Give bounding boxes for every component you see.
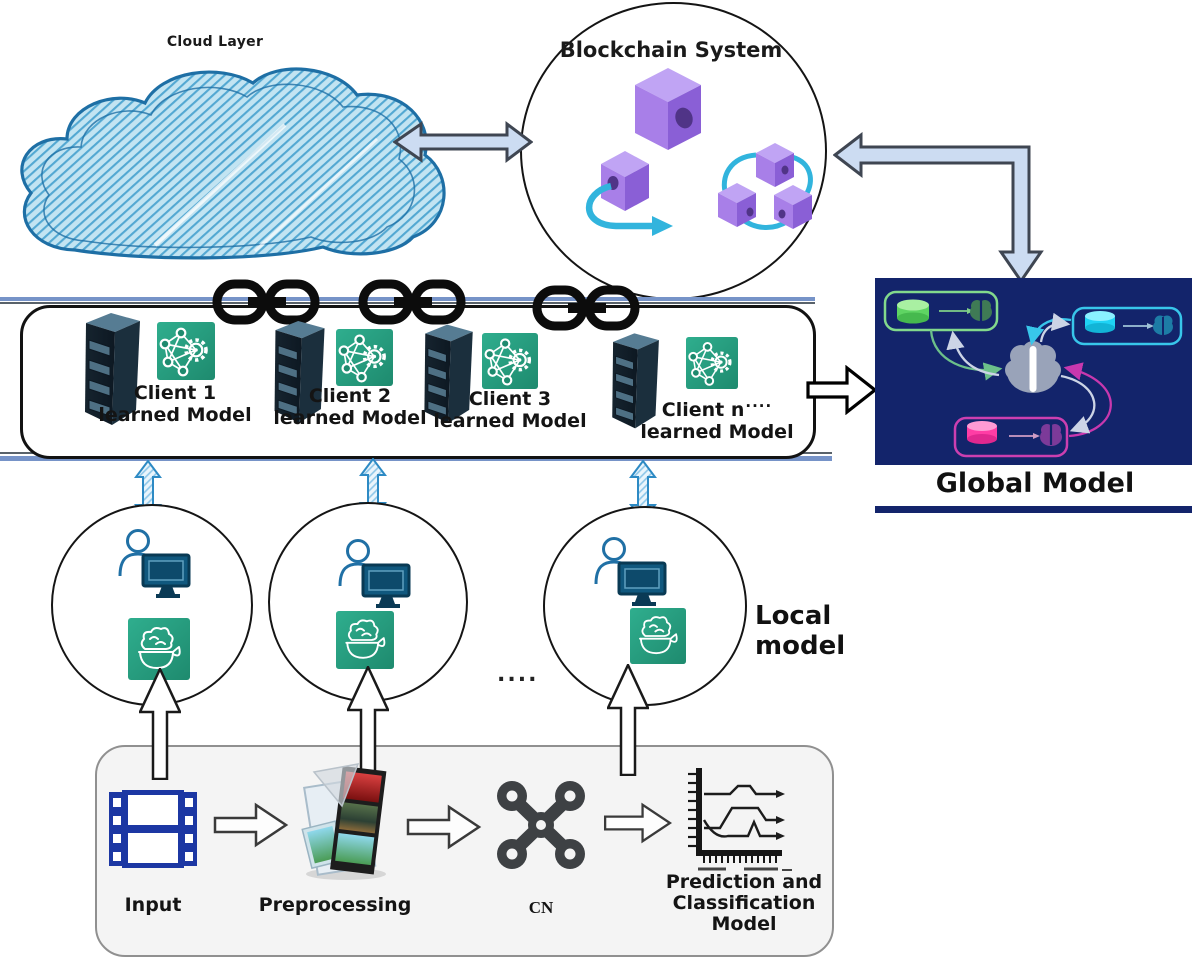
database-cylinder-icon	[897, 299, 929, 324]
person-workstation-icon	[594, 537, 667, 606]
whale-brain-icon	[630, 608, 686, 664]
person-workstation-icon	[338, 539, 411, 608]
chain-link-icon	[212, 279, 320, 325]
cloud-icon	[20, 67, 446, 260]
whale-brain-icon	[128, 618, 190, 680]
pink-model-pill	[953, 416, 1069, 458]
brain-icon	[970, 300, 992, 321]
prediction-model-label: Prediction and Classification Model	[665, 871, 823, 935]
whale-brain-icon	[336, 611, 394, 669]
neural-network-gear-icon	[157, 322, 215, 380]
person-workstation-icon	[118, 529, 191, 598]
green-model-pill	[883, 290, 999, 332]
film-strip-icon	[109, 790, 197, 868]
server-rack-icon	[424, 324, 473, 424]
database-cylinder-icon	[967, 421, 997, 444]
circles-ellipsis: ....	[497, 662, 539, 687]
cube-icon	[635, 68, 701, 150]
server-rack-icon	[612, 333, 659, 429]
client-n-ellipsis: ....	[745, 393, 773, 411]
clients-to-global-arrow-icon	[806, 365, 878, 415]
global-brain-icon	[1005, 341, 1061, 393]
global-model-bottom-strip	[875, 506, 1192, 513]
global-model-panel	[875, 278, 1192, 465]
up-arrow-icon	[607, 664, 649, 776]
preprocessing-label: Preprocessing	[258, 894, 412, 916]
aggregation-arrows	[929, 312, 1112, 438]
cube-loop-icon	[585, 151, 673, 236]
right-arrow-icon	[406, 804, 482, 850]
server-rack-icon	[274, 321, 325, 423]
server-rack-icon	[85, 313, 140, 425]
brain-icon	[1153, 315, 1173, 335]
input-label: Input	[124, 894, 182, 916]
photo-stack-icon	[301, 763, 387, 880]
cyan-model-pill	[1071, 306, 1183, 346]
prediction-chart-icon	[688, 768, 792, 871]
right-arrow-icon	[603, 802, 673, 844]
right-arrow-icon	[213, 802, 289, 848]
up-arrow-icon	[139, 668, 181, 780]
chain-link-icon	[358, 279, 466, 325]
local-model-label: Local model	[755, 601, 846, 661]
brain-icon	[1040, 424, 1062, 446]
cn-label: CN	[528, 898, 554, 917]
cloud-layer-label: Cloud Layer	[166, 34, 264, 50]
global-model-label: Global Model	[935, 468, 1135, 499]
neural-network-gear-icon	[686, 337, 738, 389]
neural-network-gear-icon	[336, 329, 393, 386]
neural-network-gear-icon	[482, 333, 538, 389]
database-cylinder-icon	[1085, 311, 1115, 333]
client-n-label: Client n.... learned Model	[640, 393, 794, 443]
cn-network-icon	[497, 781, 585, 869]
chain-link-icon	[532, 285, 640, 331]
blockchain-cubes-icon	[585, 68, 813, 236]
blockchain-globalmodel-elbow-arrow-icon	[833, 132, 1044, 284]
cloud-blockchain-double-arrow-icon	[393, 121, 533, 163]
cube-network-icon	[718, 143, 813, 230]
blockchain-system-title: Blockchain System	[559, 38, 783, 62]
